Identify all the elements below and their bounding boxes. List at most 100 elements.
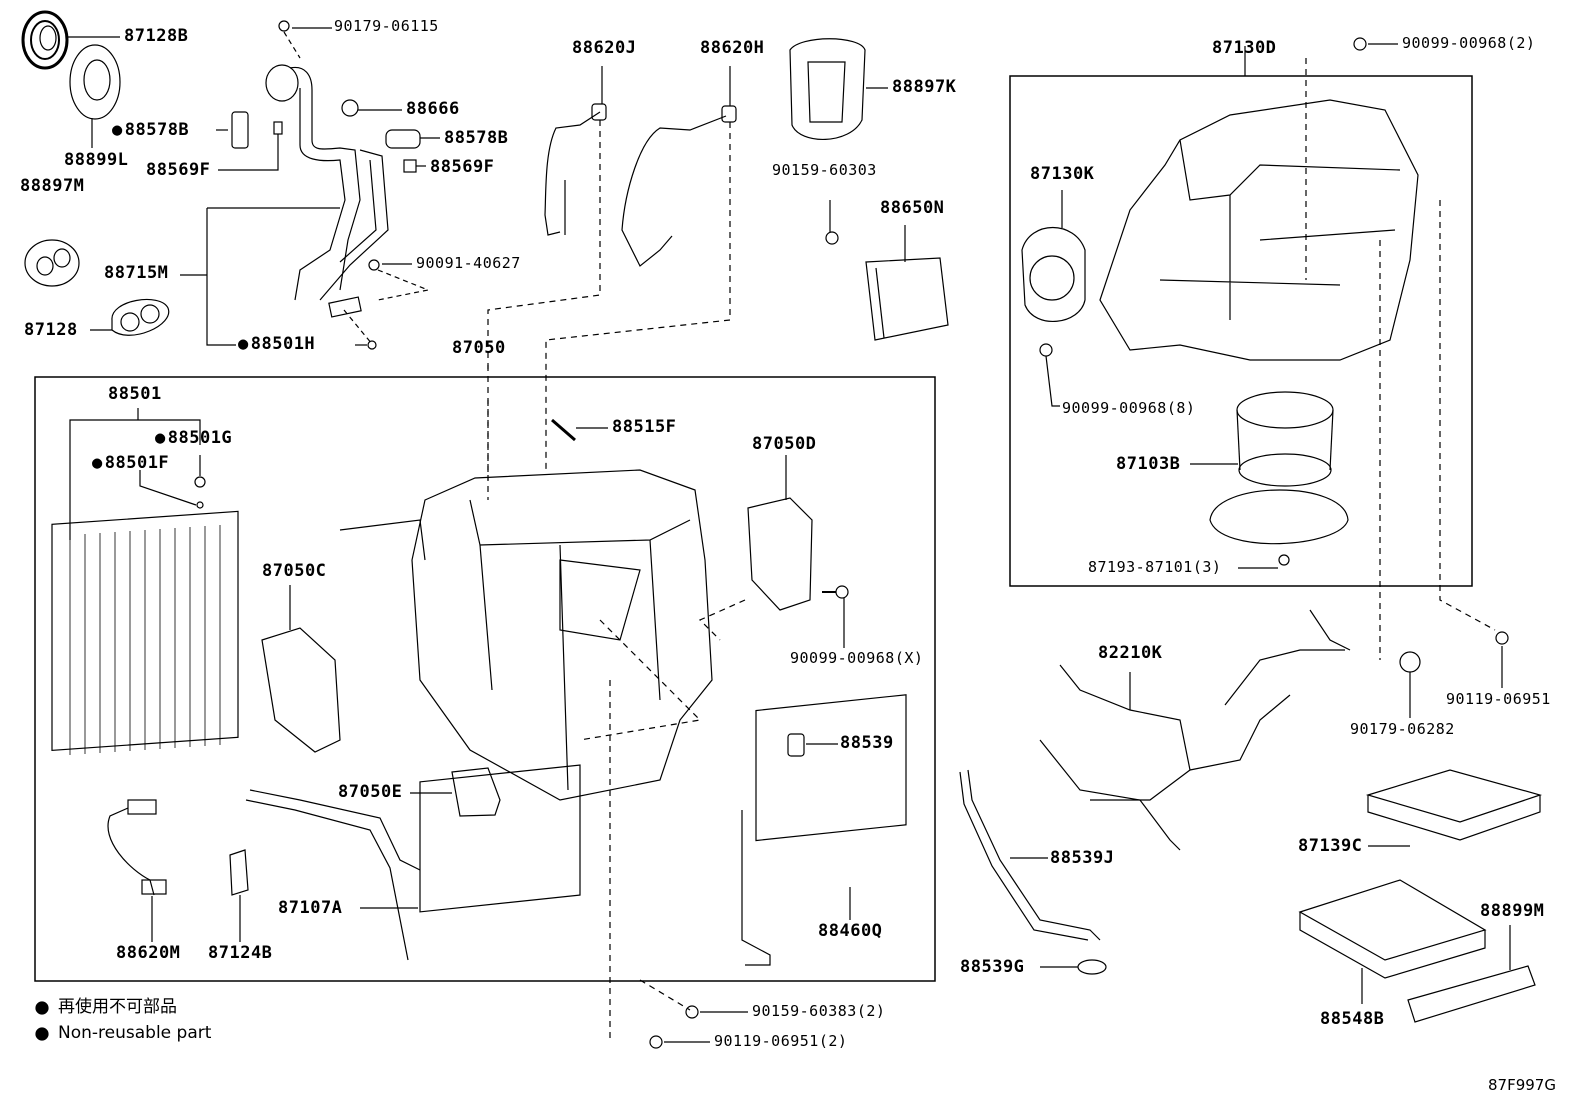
seal-ring-87128B: [21, 10, 69, 70]
part-label-87139C: 87139C: [1298, 836, 1363, 856]
diagram-code: 87F997G: [1488, 1076, 1556, 1094]
cover-88899M: [1407, 925, 1536, 1023]
cabin-filter-87139C: [1365, 769, 1543, 847]
part-label-88897M: 88897M: [20, 176, 85, 196]
clip-88578B-left: [231, 111, 249, 149]
screw-87193-87101: [1278, 554, 1290, 566]
clip-88569F-right: [403, 159, 417, 173]
part-label-88666: 88666: [406, 99, 460, 119]
part-label-88715M: 88715M: [104, 263, 169, 283]
duct-88897K: [789, 38, 888, 140]
part-label-88650N: 88650N: [880, 198, 945, 218]
bolt-90091-40627: [368, 259, 380, 271]
part-label-88501H: 88501H: [238, 336, 315, 353]
part-label-88899L: 88899L: [64, 150, 129, 170]
screw-90159-60383: [685, 1005, 699, 1019]
group-box-87130D: [1009, 75, 1473, 587]
part-label-82210K: 82210K: [1098, 643, 1163, 663]
screw-88515F: [551, 418, 576, 442]
grommet-87128: [90, 298, 170, 336]
part-label-90091-40627: 90091-40627: [416, 254, 521, 272]
wire-harness-82210K: [1039, 609, 1351, 851]
legend-dot-jp: [35, 1001, 49, 1015]
heater-core-88460Q: [741, 694, 907, 966]
clip-88569F-left: [273, 121, 283, 135]
sensor-88620J: [544, 66, 607, 236]
part-label-88539J: 88539J: [1050, 848, 1115, 868]
part-label-88501: 88501: [108, 384, 162, 404]
screw-90099-00968-X: [835, 585, 849, 599]
blower-cover-87130K: [1021, 190, 1086, 322]
servo-87050E: [451, 767, 501, 817]
screw-90119-06951-bottom: [649, 1035, 663, 1049]
part-label-90099-00968-8: 90099-00968(8): [1062, 399, 1196, 417]
legend-english: Non-reusable part: [58, 1023, 212, 1043]
heater-core-87107A: [245, 764, 581, 961]
sensor-88620H: [621, 66, 737, 267]
o-ring-88501G: [194, 476, 206, 488]
part-label-88460Q: 88460Q: [818, 921, 883, 941]
sensor-88620M: [107, 799, 167, 942]
o-ring-88501F: [196, 501, 204, 509]
part-label-87124B: 87124B: [208, 943, 273, 963]
part-label-88539G: 88539G: [960, 957, 1025, 977]
screw-90179-06115: [278, 20, 290, 32]
grommet-88539G: [1077, 959, 1107, 975]
part-label-88897K: 88897K: [892, 77, 957, 97]
part-label-88620J: 88620J: [572, 38, 637, 58]
part-label-87050C: 87050C: [262, 561, 327, 581]
hvac-unit-87050: [339, 365, 713, 801]
part-label-90179-06115: 90179-06115: [334, 17, 439, 35]
part-label-87107A: 87107A: [278, 898, 343, 918]
part-label-87103B: 87103B: [1116, 454, 1181, 474]
ecu-88650N: [865, 225, 949, 341]
legend-dot-en: [35, 1027, 49, 1041]
blower-case-87130D: [1099, 46, 1419, 361]
part-label-87130K: 87130K: [1030, 164, 1095, 184]
clip-88578B-right: [385, 129, 421, 149]
part-label-87128B: 87128B: [124, 26, 189, 46]
part-label-88620M: 88620M: [116, 943, 181, 963]
screw-90099-00968-2: [1353, 37, 1367, 51]
part-label-88899M: 88899M: [1480, 901, 1545, 921]
part-label-87193-87101: 87193-87101(3): [1088, 558, 1222, 576]
pipe-88715M: [265, 64, 389, 318]
cover-88899L: [69, 44, 121, 148]
actuator-87050C: [261, 585, 341, 753]
part-label-88515F: 88515F: [612, 417, 677, 437]
part-label-88501F: 88501F: [92, 455, 169, 472]
screw-90119-06951-right: [1495, 631, 1509, 645]
part-label-90099-00968-X: 90099-00968(X): [790, 649, 924, 667]
part-label-90159-60383: 90159-60383(2): [752, 1002, 886, 1020]
part-label-88539: 88539: [840, 733, 894, 753]
part-label-90119-06951-2: 90119-06951(2): [714, 1032, 848, 1050]
part-label-87050E: 87050E: [338, 782, 403, 802]
washer-90179-06282: [1399, 651, 1421, 673]
part-label-88578B-left: 88578B: [112, 122, 189, 139]
part-label-88569F-left: 88569F: [146, 160, 211, 180]
part-label-90119-06951-right: 90119-06951: [1446, 690, 1551, 708]
part-label-87050: 87050: [452, 338, 506, 358]
screw-90159-60303: [825, 231, 839, 245]
part-label-87128: 87128: [24, 320, 78, 340]
part-label-87050D: 87050D: [752, 434, 817, 454]
legend-japanese: 再使用不可部品: [58, 997, 177, 1017]
clip-87124B: [229, 849, 249, 942]
o-ring-88501H: [367, 340, 377, 350]
part-label-90099-00968-2: 90099-00968(2): [1402, 34, 1536, 52]
blower-motor-87103B: [1190, 391, 1349, 545]
actuator-87050D: [747, 455, 813, 611]
part-label-90159-60303: 90159-60303: [772, 161, 877, 179]
part-label-88548B: 88548B: [1320, 1009, 1385, 1029]
part-label-88569F-right: 88569F: [430, 157, 495, 177]
group-box-87050: [34, 376, 936, 982]
drain-hose-88539J: [959, 769, 1101, 941]
part-label-87130D: 87130D: [1212, 38, 1277, 58]
filter-tray-88548B: [1298, 879, 1487, 1004]
part-label-90179-06282: 90179-06282: [1350, 720, 1455, 738]
nut-88666: [341, 99, 359, 117]
part-label-88578B-right: 88578B: [444, 128, 509, 148]
clip-88539: [787, 733, 805, 757]
part-label-88501G: 88501G: [155, 430, 232, 447]
